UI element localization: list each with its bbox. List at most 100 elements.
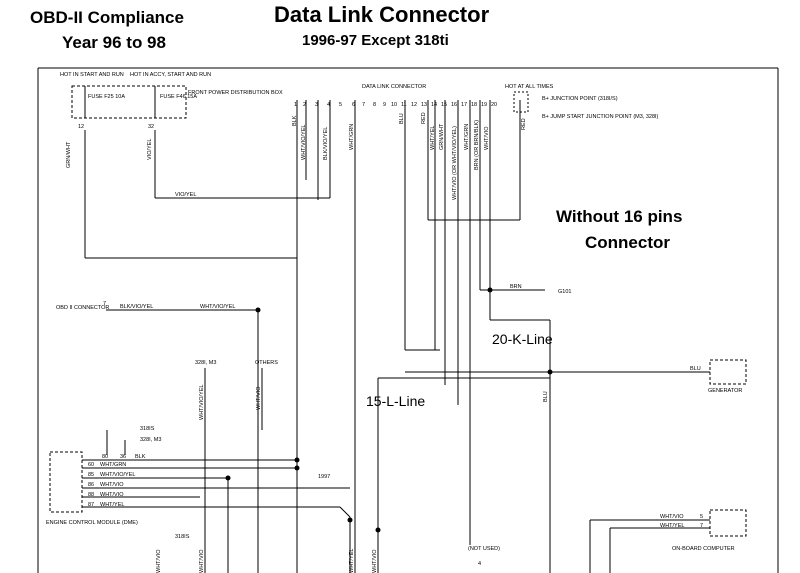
junction-point-label: B+ JUNCTION POINT (318I/S) — [542, 96, 618, 102]
pin-6: 6 — [352, 102, 355, 108]
ecm-wire-wht-yel: WHT/YEL — [100, 502, 124, 508]
engine-control-module: 60 WHT/GRN 85 WHT/VIO/YEL 86 WHT/VIO 88 … — [46, 451, 330, 540]
fuse-f46-pin: 32 — [148, 124, 154, 130]
fuse-f25-label: FUSE F25 10A — [88, 94, 125, 100]
wire-wht-vio-v-label: WHT/VIO — [256, 386, 262, 410]
ecm-pin-87: 87 — [88, 502, 94, 508]
big-annotations: Without 16 pins Connector 20-K-Line 15-L… — [366, 207, 682, 409]
wire-wht-vio-or-label: WHT/VIO (OR WHT/VIO/YEL) — [452, 126, 458, 200]
pin-8: 8 — [373, 102, 376, 108]
diagram-frame — [37, 67, 779, 573]
wire-blu-vert-label: BLU — [543, 391, 549, 402]
pin36-label: 36 — [120, 454, 126, 460]
obd-compliance-line1: OBD-II Compliance — [30, 8, 184, 27]
s318is-label: 318IS — [140, 426, 155, 432]
blk-vio-yel-horiz-label: BLK/VIO/YEL — [120, 304, 153, 310]
vertical-wire-labels: GRN/WHT VIO/YEL BLK WHT/VIO/YEL BLK/VIO/… — [66, 112, 549, 573]
wire-grn-wht2-label: GRN/WHT — [439, 123, 445, 150]
ecm-pin-88: 88 — [88, 492, 94, 498]
pin-15: 15 — [441, 102, 447, 108]
wire-vio-yel-label: VIO/YEL — [147, 139, 153, 160]
obc-label: ON-BOARD COMPUTER — [672, 546, 735, 552]
hot-in-start-run-label: HOT IN START AND RUN — [60, 72, 124, 78]
wire-brn-or-label: BRN (OR BRN/BLK) — [474, 120, 480, 170]
bottom-wht-yel-label: WHT/YEL — [349, 549, 355, 573]
not-used-pin: 4 — [478, 561, 481, 567]
ground-g101-label: G101 — [558, 289, 571, 295]
obd-connector-label: OBD II CONNECTOR — [56, 305, 109, 311]
obd-compliance-line2: Year 96 to 98 — [62, 33, 166, 52]
hot-all-times-label: HOT AT ALL TIMES — [505, 84, 554, 90]
generator: GENERATOR — [708, 359, 747, 394]
dlc-label: DATA LINK CONNECTOR — [362, 84, 426, 90]
jump-start-label: B+ JUMP START JUNCTION POINT (M3, 328I) — [542, 114, 659, 120]
ecm-label: ENGINE CONTROL MODULE (DME) — [46, 520, 138, 526]
wire-red2-label: RED — [521, 118, 527, 130]
front-power-box — [71, 85, 187, 119]
pin-18: 18 — [471, 102, 477, 108]
bottom-wht-vio2-label: WHT/VIO — [199, 549, 205, 573]
bottom-wht-vio3-label: WHT/VIO — [372, 549, 378, 573]
junction-dots — [225, 287, 553, 533]
pin-3: 3 — [315, 102, 318, 108]
pin-10: 10 — [391, 102, 397, 108]
bottom-wht-vio-label: WHT/VIO — [156, 549, 162, 573]
without-pins-line2: Connector — [585, 233, 670, 252]
k-line-label: 20-K-Line — [492, 331, 553, 347]
pin-20: 20 — [491, 102, 497, 108]
pin-5: 5 — [339, 102, 342, 108]
wire-wht-vio-yel-v-label: WHT/VIO/YEL — [199, 385, 205, 420]
obc-pin2: 7 — [700, 523, 703, 529]
pin-9: 9 — [383, 102, 386, 108]
wire-grn-wht-label: GRN/WHT — [66, 141, 72, 168]
fuse-f46-label: FUSE F46 15A — [160, 94, 197, 100]
obc-wire1: WHT/VIO — [660, 514, 684, 520]
horizontal-wire-labels: VIO/YEL BLK/VIO/YEL WHT/VIO/YEL BRN G101… — [120, 192, 701, 372]
wire-blu-label: BLU — [399, 113, 405, 124]
pin80-label: 80 — [102, 454, 108, 460]
junction-point: HOT AT ALL TIMES B+ JUNCTION POINT (318I… — [505, 84, 659, 120]
year-1997-label: 1997 — [318, 474, 330, 480]
pin-19: 19 — [481, 102, 487, 108]
ecm-pin-60: 60 — [88, 462, 94, 468]
wire-wht-vio-label: WHT/VIO — [484, 126, 490, 150]
ecm-wire-wht-vio-yel: WHT/VIO/YEL — [100, 472, 135, 478]
fuse-block: HOT IN START AND RUN HOT IN ACCY, START … — [60, 72, 283, 130]
front-power-label: FRONT POWER DISTRIBUTION BOX — [188, 90, 283, 96]
pin-11: 11 — [401, 102, 407, 108]
models-others-label: OTHERS — [255, 360, 278, 366]
l-line-label: 15-L-Line — [366, 393, 425, 409]
wire-blk-vio-yel-label: BLK/VIO/YEL — [323, 127, 329, 160]
wht-vio-yel-horiz-label: WHT/VIO/YEL — [200, 304, 235, 310]
obc-wire2: WHT/YEL — [660, 523, 684, 529]
pin-blk-label: BLK — [135, 454, 146, 460]
wire-red-label: RED — [421, 112, 427, 124]
ecm-wire-wht-vio-2: WHT/VIO — [100, 492, 124, 498]
hot-in-accy-label: HOT IN ACCY, START AND RUN — [130, 72, 211, 78]
obd-connector: OBD II CONNECTOR 7 — [56, 301, 109, 311]
obc-pin1: 5 — [700, 514, 703, 520]
blu-horiz-label: BLU — [690, 366, 701, 372]
wire-wht-yel-label: WHT/YEL — [430, 126, 436, 150]
wire-wht-grn2-label: WHT/GRN — [464, 124, 470, 150]
wire-wht-grn-label: WHT/GRN — [349, 124, 355, 150]
ecm-pin-85: 85 — [88, 472, 94, 478]
without-pins-line1: Without 16 pins — [556, 207, 682, 226]
wire-blk-label: BLK — [292, 115, 298, 126]
models-328i-m3-label: 328I, M3 — [195, 360, 216, 366]
pin-17: 17 — [461, 102, 467, 108]
generator-label: GENERATOR — [708, 388, 742, 394]
fuse-f25-pin: 12 — [78, 124, 84, 130]
wire-wht-vio-yel-label: WHT/VIO/YEL — [301, 125, 307, 160]
ecm-wire-wht-grn: WHT/GRN — [100, 462, 126, 468]
s318is-b-label: 318IS — [175, 534, 190, 540]
pin-7: 7 — [362, 102, 365, 108]
dlc-pin-labels: DATA LINK CONNECTOR 1 2 3 4 5 6 7 8 9 10… — [294, 84, 497, 108]
on-board-computer: (NOT USED) 4 WHT/VIO 5 WHT/YEL 7 ON-BOAR… — [468, 509, 747, 567]
ecm-wire-wht-vio: WHT/VIO — [100, 482, 124, 488]
pin-1: 1 — [294, 102, 297, 108]
pin-2: 2 — [303, 102, 306, 108]
obd-connector-pin: 7 — [103, 301, 106, 307]
model-labels: 328I, M3 OTHERS 318IS 328I, M3 80 36 BLK — [102, 360, 278, 460]
